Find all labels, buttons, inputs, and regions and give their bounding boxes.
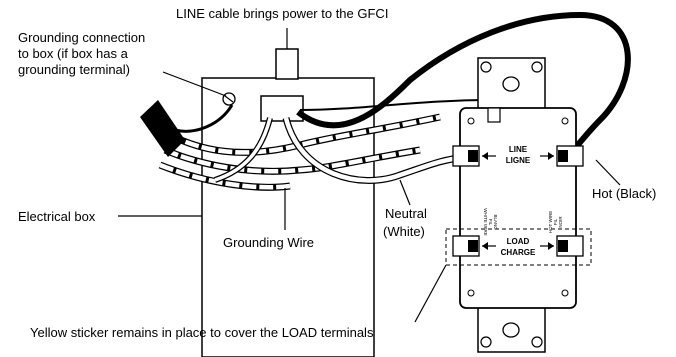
hot-label: Hot (Black) [592,186,656,201]
neutral-label-1: Neutral [385,206,427,221]
load-label: LOAD [507,237,530,246]
load-terminals [452,235,584,257]
grounding-wire-label: Grounding Wire [223,235,314,250]
grounding-connection-label-1: Grounding connection [18,30,145,45]
hot-wire-label: HOT WIRE FIL NOIR [548,211,563,233]
receptacle-ground-wire [299,99,491,111]
cable-clamp [260,95,304,122]
electrical-box-label: Electrical box [18,209,96,224]
wire-connector [140,100,185,157]
line-cable-label: LINE cable brings power to the GFCI [176,6,388,21]
line-cable-sheath [275,48,299,80]
neutral-wire [282,117,467,184]
svg-text:FIL: FIL [553,218,558,225]
svg-text:WHITE WIRE: WHITE WIRE [483,208,488,236]
gfci-receptacle [459,57,577,353]
svg-text:FIL: FIL [488,219,493,226]
wire-bundle [158,104,441,191]
svg-text:BLANC: BLANC [493,214,498,230]
grounding-connection-label-3: grounding terminal) [18,62,130,77]
neutral-label-2: (White) [383,224,425,239]
hot-wire [296,11,631,160]
charge-label: CHARGE [501,248,536,257]
white-wire-label: WHITE WIRE FIL BLANC [483,208,498,236]
svg-text:NOIR: NOIR [558,216,563,228]
grounding-connection-label-2: to box (if box has a [18,46,129,61]
leader-lines [118,71,621,323]
ligne-label: LIGNE [506,156,531,165]
svg-text:HOT WIRE: HOT WIRE [548,211,553,233]
yellow-sticker-label: Yellow sticker remains in place to cover… [30,325,374,340]
line-label: LINE [509,145,528,154]
yellow-sticker [445,228,592,266]
grounding-wire [214,117,273,183]
line-terminals [452,145,584,167]
grounding-screw [222,92,236,106]
